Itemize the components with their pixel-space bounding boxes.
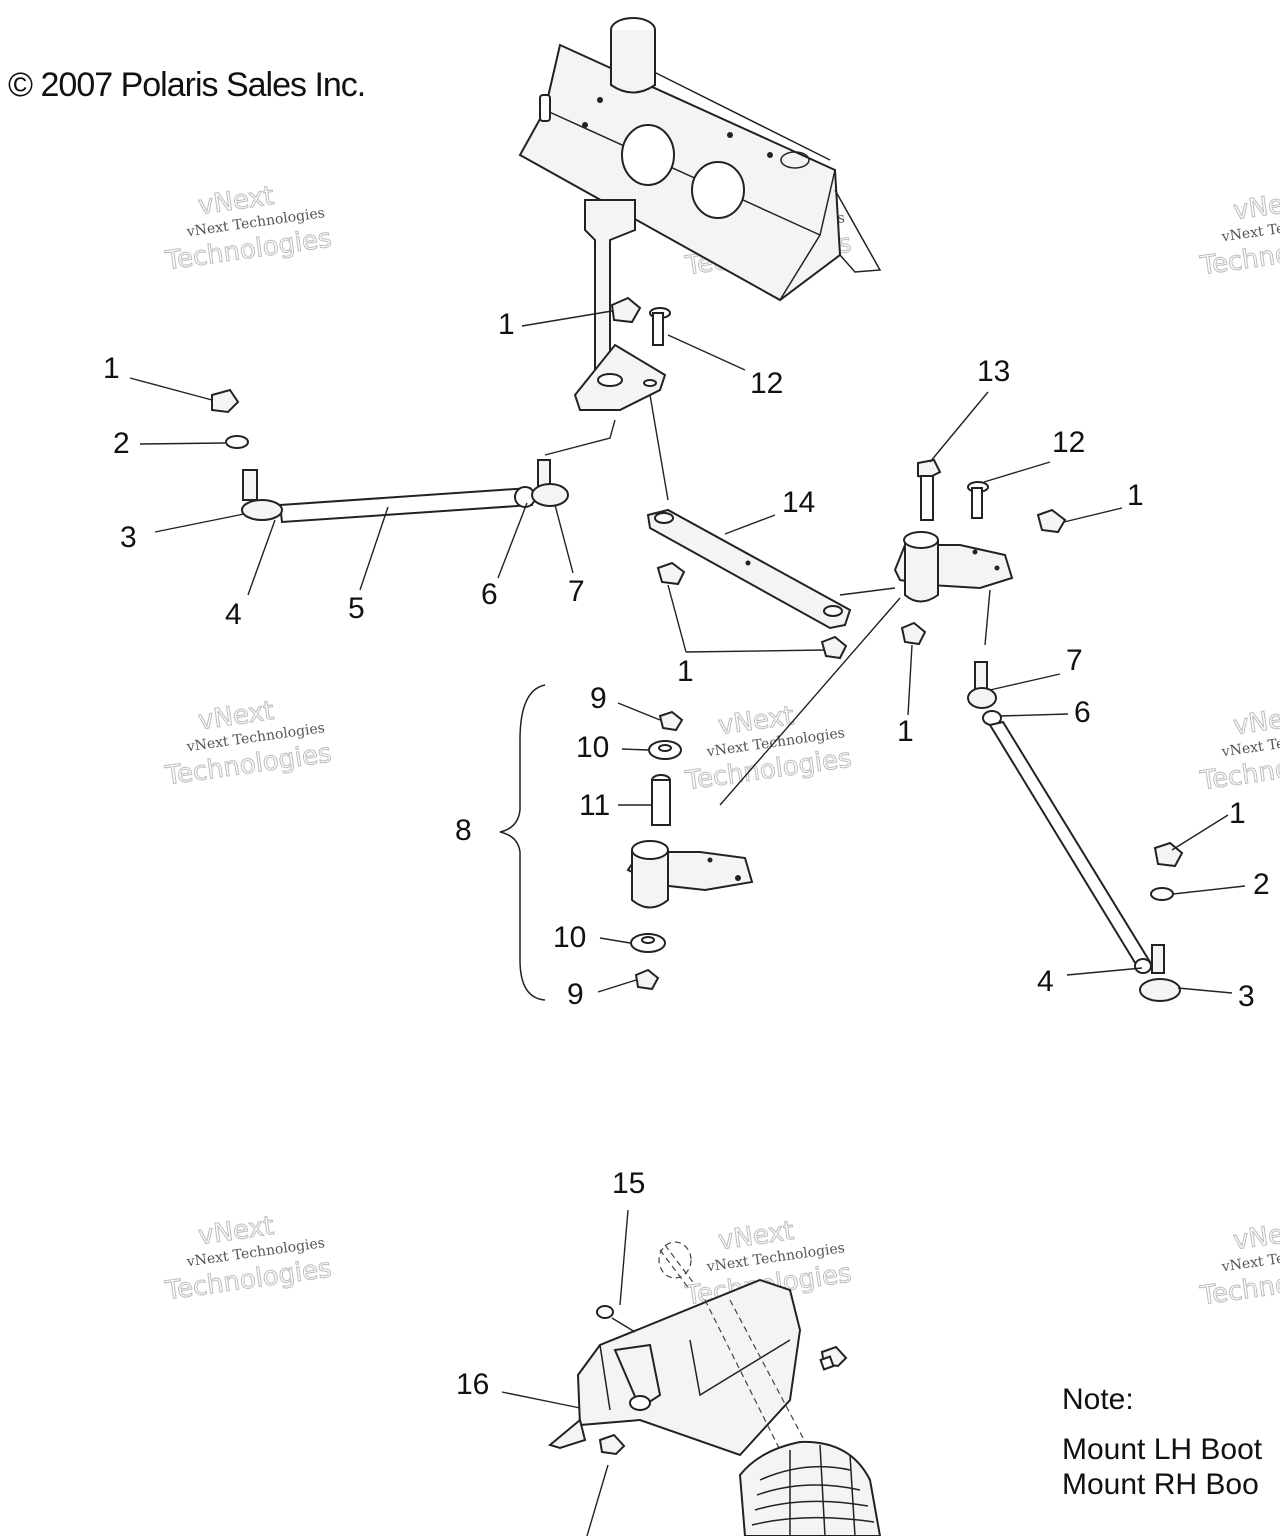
left-tie-rod [241, 459, 569, 524]
nut-9-upper [658, 710, 684, 732]
idler-bracket [499, 684, 546, 1001]
callout-13: 13 [977, 355, 1010, 388]
callout-4: 4 [1037, 965, 1054, 998]
callout-3: 3 [120, 521, 137, 554]
callout-9: 9 [590, 682, 607, 715]
steering-boot [738, 1440, 882, 1536]
callout-1: 1 [1127, 479, 1144, 512]
callout-11: 11 [579, 789, 610, 822]
watermark-6: vNext vNext Technologies Technologies [1197, 701, 1280, 798]
callout-2: 2 [113, 427, 130, 460]
callout-1: 1 [498, 308, 515, 341]
callout-1: 1 [677, 655, 694, 688]
nut-1-left [211, 388, 240, 414]
watermark-line1: vNext [1231, 701, 1280, 741]
bolt-12-right [967, 481, 989, 519]
washer-15 [596, 1305, 614, 1319]
callout-10: 10 [576, 731, 609, 764]
steering-post [573, 199, 667, 411]
callout-3: 3 [1238, 980, 1255, 1013]
watermark-line1: vNext [1231, 1216, 1280, 1256]
watermark-3: vNext vNext Technologies Technologies [1197, 186, 1280, 283]
callout-1: 1 [1229, 797, 1246, 830]
callout-7: 7 [1066, 644, 1083, 677]
screw-housing-left [598, 1433, 626, 1456]
callout-6: 6 [481, 578, 498, 611]
callout-8: 8 [455, 814, 472, 847]
callout-7: 7 [568, 575, 585, 608]
callout-10: 10 [553, 921, 586, 954]
callout-6: 6 [1074, 696, 1091, 729]
callout-16: 16 [456, 1368, 489, 1401]
callout-9: 9 [567, 978, 584, 1011]
washer-10-lower [630, 933, 666, 953]
watermark-5: vNext vNext Technologies Technologies [682, 701, 854, 798]
callout-1: 1 [897, 715, 914, 748]
idler-arm [626, 840, 754, 909]
leader-lines [129, 310, 1246, 1536]
nut-1-pivot [900, 621, 927, 646]
watermark-line1: vNext [1231, 186, 1280, 226]
note-title: Note: [1062, 1383, 1134, 1416]
callout-14: 14 [782, 486, 815, 519]
watermark-9: vNext vNext Technologies Technologies [1197, 1216, 1280, 1313]
washer-10-upper [648, 740, 682, 760]
callout-4: 4 [225, 598, 242, 631]
callout-12: 12 [1052, 426, 1085, 459]
bushing-11 [651, 774, 671, 826]
watermark-7: vNext vNext Technologies Technologies [162, 1211, 334, 1308]
copyright-notice: © 2007 Polaris Sales Inc. [8, 66, 366, 104]
drag-link [646, 508, 852, 630]
note-line1: Mount LH Boot [1062, 1433, 1263, 1466]
callout-1: 1 [103, 352, 120, 385]
washer-2-left [225, 435, 249, 449]
note-line2: Mount RH Boo [1062, 1468, 1259, 1501]
callout-12: 12 [750, 367, 783, 400]
bolt-12-upper [649, 307, 671, 346]
frame-crossmember [518, 17, 882, 302]
steering-housing [547, 1278, 802, 1457]
washer-2-right [1150, 887, 1174, 901]
nut-1-right [1036, 508, 1067, 534]
watermark-1: vNext vNext Technologies Technologies [162, 181, 334, 278]
pivot-arm [893, 531, 1014, 603]
nut-1-upper [610, 296, 642, 324]
right-tie-rod [967, 661, 1181, 1002]
nut-1-dragright [820, 635, 848, 660]
screw-housing-right [819, 1345, 848, 1371]
watermark-4: vNext vNext Technologies Technologies [162, 696, 334, 793]
bolt-13 [917, 458, 942, 521]
callout-labels: 1 12 1 2 3 4 5 6 7 13 12 1 14 1 1 7 6 9 … [103, 308, 1270, 1401]
callout-2: 2 [1253, 868, 1270, 901]
callout-15: 15 [612, 1167, 645, 1200]
callout-5: 5 [348, 592, 365, 625]
nut-1-dragleft [656, 561, 686, 586]
nut-9-lower [634, 968, 660, 991]
